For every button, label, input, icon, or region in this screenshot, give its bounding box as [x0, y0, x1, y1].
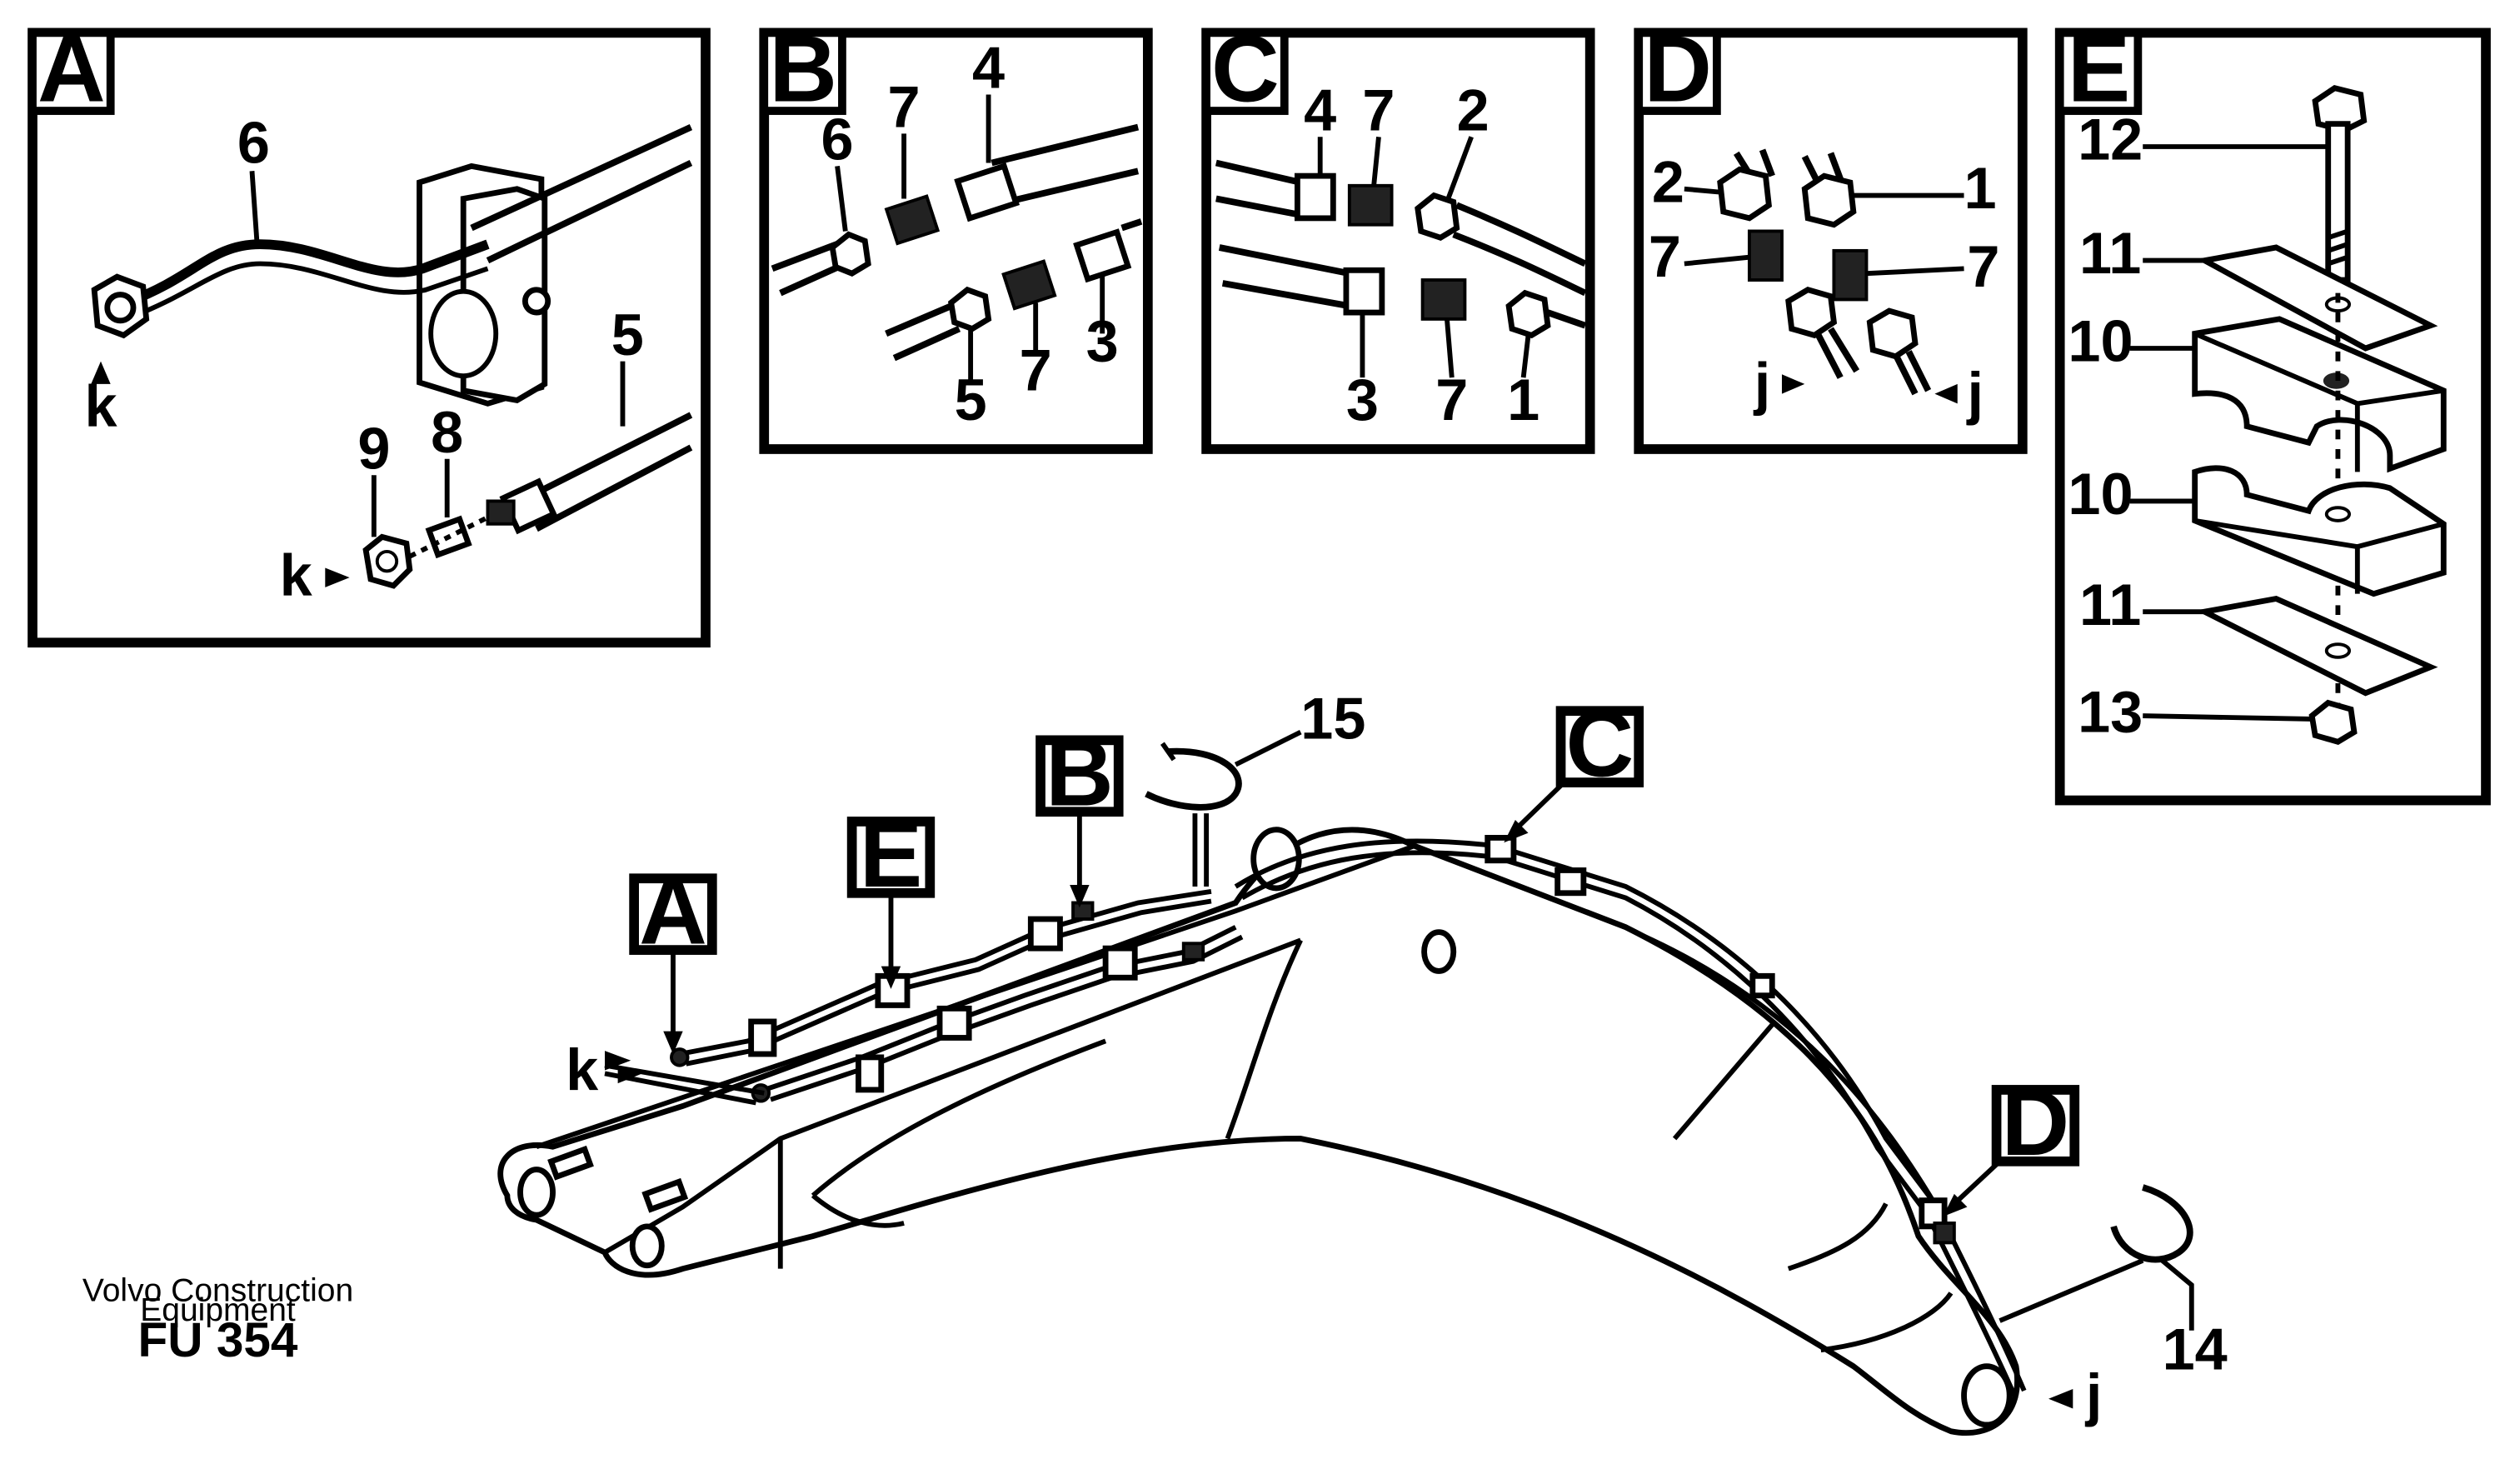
callout-13: 13 [2078, 679, 2143, 745]
callout-3: 3 [1346, 367, 1379, 432]
panel-c: C 4 7 2 3 7 1 [1201, 16, 1595, 454]
callout-11: 11 [2079, 220, 2141, 286]
boom-tag-b: B [1045, 720, 1114, 825]
callout-8: 8 [431, 399, 463, 465]
callout-j: j [1965, 360, 1984, 426]
callout-7: 7 [1362, 77, 1395, 142]
panel-e-tag: E [2068, 16, 2130, 121]
figure-code: FU 354 [138, 1313, 298, 1367]
footer-company: Volvo Construction [82, 1273, 353, 1309]
callout-4: 4 [1304, 77, 1336, 142]
callout-7: 7 [1967, 233, 1999, 299]
callout-2: 2 [1652, 148, 1684, 214]
boom-assembly: A E B C D 15 14 k j [497, 685, 2228, 1436]
boom-tag-e: E [860, 802, 923, 907]
callout-9: 9 [357, 415, 390, 481]
callout-6: 6 [237, 110, 270, 176]
callout-12: 12 [2078, 107, 2143, 172]
callout-7: 7 [888, 74, 921, 140]
panel-b: B 4 7 6 5 7 3 [759, 16, 1153, 454]
footer-company-2: Equipment [140, 1292, 296, 1328]
panel-d: D 2 1 7 7 j j [1634, 16, 2028, 454]
callout-k: k [280, 542, 313, 608]
callout-10: 10 [2068, 308, 2133, 374]
callout-j: j [1753, 350, 1771, 416]
callout-k: k [566, 1037, 599, 1102]
callout-7: 7 [1649, 223, 1681, 289]
boom-tag-d: D [2002, 1070, 2070, 1175]
panel-a: A 6 5 9 8 k k [27, 16, 711, 648]
callout-1: 1 [1964, 155, 1997, 221]
callout-2: 2 [1457, 77, 1490, 142]
callout-1: 1 [1507, 367, 1539, 432]
callout-4: 4 [972, 35, 1005, 101]
panel-a-tag: A [37, 16, 106, 121]
panel-e: E 12 11 10 10 11 13 [2054, 16, 2491, 806]
callout-j: j [2084, 1362, 2103, 1427]
boom-tag-c: C [1566, 691, 1634, 796]
panel-c-tag: C [1211, 16, 1280, 121]
callout-6: 6 [821, 107, 854, 172]
callout-10: 10 [2068, 461, 2133, 527]
callout-14: 14 [2163, 1317, 2228, 1382]
callout-15: 15 [1300, 685, 1365, 751]
callout-5: 5 [611, 302, 644, 367]
callout-k: k [84, 373, 117, 439]
callout-7: 7 [1435, 367, 1468, 432]
panel-b-tag: B [769, 16, 837, 121]
callout-5: 5 [955, 367, 987, 432]
callout-7: 7 [1020, 337, 1052, 403]
callout-11: 11 [2079, 572, 2141, 637]
callout-3: 3 [1086, 308, 1119, 374]
boom-tag-a: A [639, 858, 707, 963]
footer: Volvo Construction Equipment FU 354 [82, 1273, 353, 1367]
panel-d-tag: D [1644, 16, 1712, 121]
